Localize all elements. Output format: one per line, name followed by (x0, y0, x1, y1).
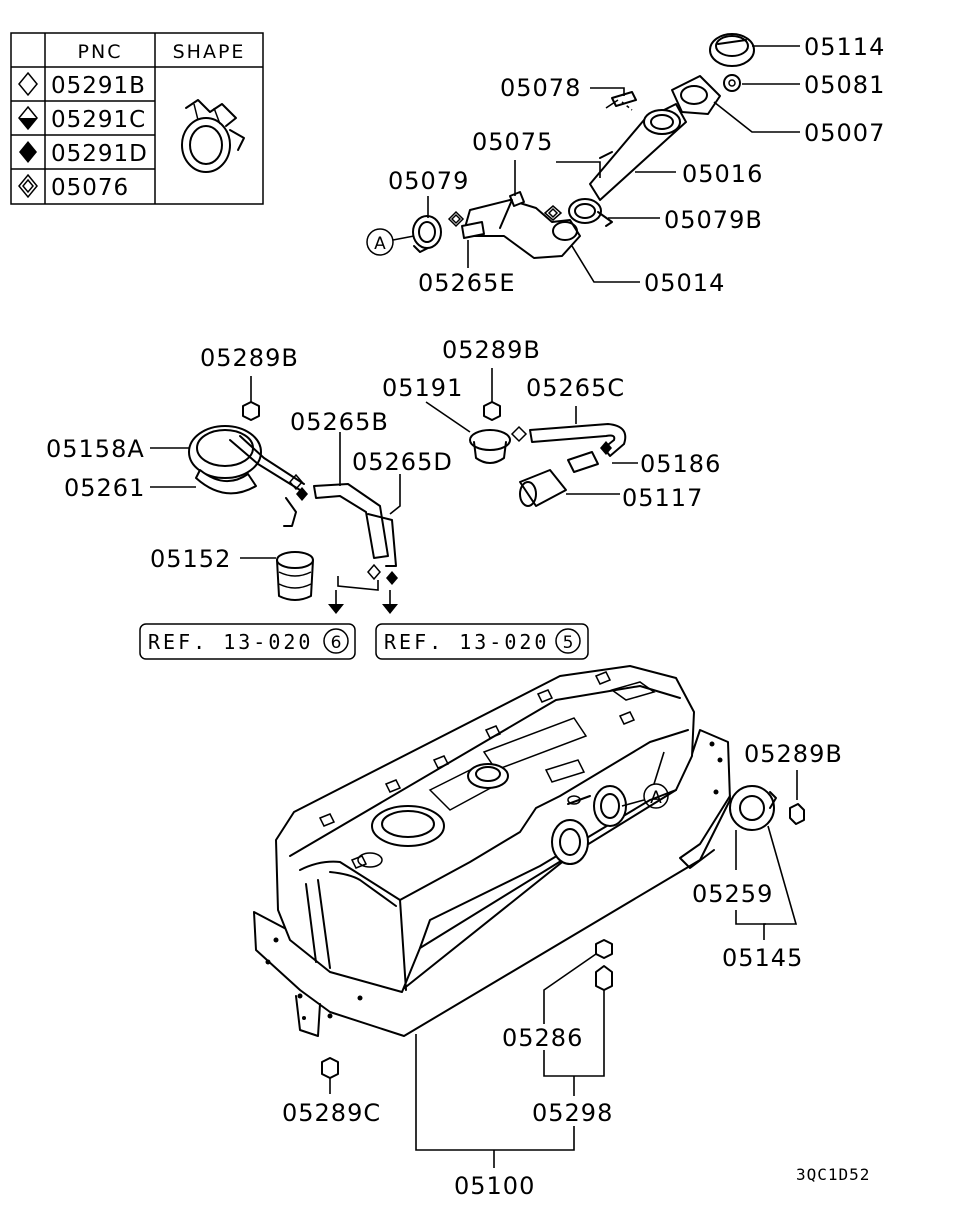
legend-header-pnc: PNC (78, 41, 123, 63)
legend-header-shape: SHAPE (173, 41, 246, 63)
label-05078: 05078 (500, 74, 581, 102)
ref-right-number: 5 (563, 633, 574, 653)
fuel-pump-assembly (150, 376, 401, 614)
filler-neck-assembly: A (366, 33, 800, 283)
label-05158a: 05158A (46, 435, 145, 463)
label-05079: 05079 (388, 167, 469, 195)
label-05016: 05016 (682, 160, 763, 188)
fuel-strainer-part (276, 551, 314, 601)
bolt-part (611, 91, 637, 111)
legend-pnc-1: 05291B (51, 73, 146, 99)
pump-gasket-part (195, 469, 257, 495)
hose-clamp-shape-icon (181, 99, 245, 173)
diamond-nested-icon (18, 173, 38, 199)
label-05100: 05100 (454, 1172, 535, 1200)
reference-box-right: REF. 13-020 5 (375, 623, 589, 660)
check-valve-part (567, 451, 599, 473)
charcoal-canister-part (519, 469, 567, 507)
label-05265d: 05265D (352, 448, 453, 476)
filler-hose-part (465, 199, 581, 259)
hose-clamp-b-part (543, 198, 613, 227)
vent-valve-part (469, 429, 511, 464)
legend-pnc-4: 05076 (51, 175, 129, 201)
breather-pipe-part (499, 191, 525, 229)
label-05286: 05286 (502, 1024, 583, 1052)
label-05289b-vent: 05289B (442, 336, 541, 364)
fuel-pump-flange-part (188, 425, 305, 527)
hose-b-part (313, 483, 389, 559)
diamond-solid-icon (19, 141, 37, 163)
label-05081: 05081 (804, 71, 885, 99)
label-05289b-pump: 05289B (200, 344, 299, 372)
label-05259: 05259 (692, 880, 773, 908)
nut-part (242, 401, 260, 421)
label-05265c: 05265C (526, 374, 625, 402)
hose-d-part (367, 513, 397, 567)
hose-clamp-part (412, 210, 465, 253)
diamond-half-icon (18, 105, 38, 131)
short-hose-part (461, 221, 485, 239)
legend-table: PNC SHAPE 05291B 05291C 05291D 05076 (10, 32, 264, 205)
label-05289b-tank: 05289B (744, 740, 843, 768)
label-05265e: 05265E (418, 269, 516, 297)
legend-pnc-2: 05291C (51, 107, 146, 133)
label-05117: 05117 (622, 484, 703, 512)
diamond-outline-icon (18, 71, 38, 97)
label-05186: 05186 (640, 450, 721, 478)
gasket-part (723, 74, 741, 92)
fuel-cap-part (709, 33, 755, 67)
filler-neck-pipe-part (589, 103, 687, 201)
label-05191: 05191 (382, 374, 463, 402)
part-labels: 05114 05078 05081 05007 05075 05079 0501… (46, 33, 885, 1200)
fuel-tank-part: A (253, 665, 731, 1037)
label-05114: 05114 (804, 33, 885, 61)
callout-a-tank: A (650, 788, 662, 808)
reference-box-left: REF. 13-020 6 (139, 623, 356, 660)
ref-right-text: REF. 13-020 (384, 630, 549, 654)
label-05145: 05145 (722, 944, 803, 972)
label-05075: 05075 (472, 128, 553, 156)
diagram-code: 3QC1D52 (796, 1165, 870, 1184)
ref-left-number: 6 (331, 633, 342, 653)
tank-fasteners (321, 939, 613, 1168)
sender-cover-assembly (679, 770, 805, 940)
label-05152: 05152 (150, 545, 231, 573)
vent-hose-part (529, 423, 627, 457)
flange-plate-part (671, 75, 721, 115)
label-05014: 05014 (644, 269, 725, 297)
nut-part (483, 401, 501, 421)
legend-pnc-3: 05291D (51, 141, 148, 167)
label-05298: 05298 (532, 1099, 613, 1127)
vent-valve-assembly (425, 368, 638, 507)
callout-a-top: A (374, 234, 386, 254)
label-05289c: 05289C (282, 1099, 381, 1127)
label-05261: 05261 (64, 474, 145, 502)
ref-left-text: REF. 13-020 (148, 630, 313, 654)
label-05007: 05007 (804, 119, 885, 147)
label-05079b: 05079B (664, 206, 763, 234)
label-05265b: 05265B (290, 408, 389, 436)
